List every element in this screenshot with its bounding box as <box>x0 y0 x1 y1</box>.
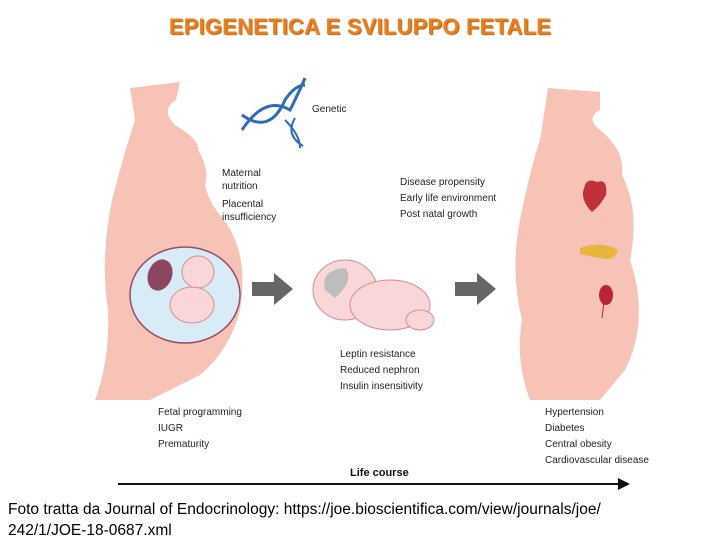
caption-line: 242/1/JOE-18-0687.xml <box>8 522 172 539</box>
source-caption: Foto tratta da Journal of Endocrinology:… <box>8 499 708 541</box>
label-postnatal-factors: Disease propensity Early life environmen… <box>400 175 496 223</box>
text-line: Leptin resistance <box>340 349 416 360</box>
pregnant-woman-silhouette <box>95 82 243 400</box>
life-course-label: Life course <box>350 467 409 479</box>
text-line: Placental <box>222 199 264 210</box>
caption-line: Foto tratta da Journal of Endocrinology:… <box>8 501 601 518</box>
text-line: Post natal growth <box>400 209 478 220</box>
text-line: Fetal programming <box>158 407 242 418</box>
heart-icon <box>582 180 607 212</box>
text-line: nutrition <box>222 181 258 192</box>
infant-icon <box>312 259 435 331</box>
text-line: Maternal <box>222 168 261 179</box>
label-adult-outcomes: Hypertension Diabetes Central obesity Ca… <box>545 405 649 469</box>
placenta <box>147 259 173 291</box>
label-genetic: Genetic <box>312 104 347 115</box>
slide-title: EPIGENETICA E SVILUPPO FETALE <box>168 14 552 39</box>
text-line: Cardiovascular disease <box>545 455 649 466</box>
arrow-right-icon <box>455 273 496 305</box>
pancreas-icon <box>580 244 618 259</box>
text-line: Prematurity <box>158 439 210 450</box>
text-line: Early life environment <box>400 193 497 204</box>
text-line: Disease propensity <box>400 177 486 188</box>
label-infant-outcomes: Leptin resistance Reduced nephron Insuli… <box>340 347 423 395</box>
arrow-head-icon <box>618 478 630 490</box>
text-line: Reduced nephron <box>340 365 420 376</box>
text-line: Hypertension <box>545 407 604 418</box>
text-line: Central obesity <box>545 439 612 450</box>
fetus-icon <box>169 255 215 324</box>
text-line: IUGR <box>158 423 183 434</box>
text-line: Insulin insensitivity <box>340 381 423 392</box>
text-line: Diabetes <box>545 423 585 434</box>
adult-silhouette <box>515 88 639 400</box>
label-placental-insufficiency: Placental insufficiency <box>222 198 276 224</box>
label-fetal-outcomes: Fetal programming IUGR Prematurity <box>158 405 242 453</box>
text-line: insufficiency <box>222 212 277 223</box>
kidney-icon <box>599 285 613 319</box>
label-maternal-nutrition: Maternal nutrition <box>222 167 261 193</box>
dna-icon <box>240 77 307 149</box>
arrow-right-icon <box>252 273 293 305</box>
